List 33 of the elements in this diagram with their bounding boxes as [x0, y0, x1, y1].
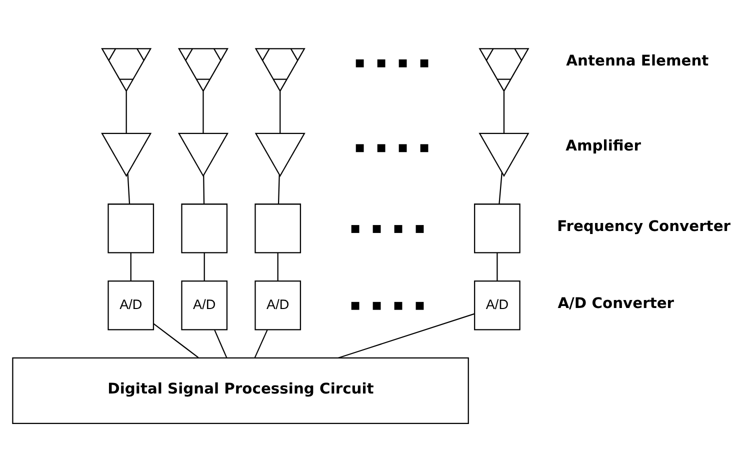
node-triangle — [478, 132, 530, 177]
connector — [153, 323, 199, 358]
node-box — [254, 204, 302, 254]
node-box: Digital Signal Processing Circuit — [12, 357, 469, 424]
connector — [214, 330, 228, 358]
node-triangle — [101, 132, 152, 177]
connector — [280, 91, 281, 134]
connector — [277, 252, 278, 281]
connector — [202, 91, 204, 134]
node-triangle — [178, 132, 229, 177]
label: Frequency Converter — [557, 218, 731, 236]
connector — [496, 252, 498, 281]
node-triangle — [254, 132, 306, 177]
node-box: A/D — [254, 280, 302, 330]
node-box: A/D — [108, 280, 154, 330]
label: Antenna Element — [566, 52, 709, 70]
label: Amplifier — [566, 137, 641, 154]
node-box — [108, 204, 154, 254]
connector — [127, 174, 130, 204]
connector — [130, 252, 132, 281]
connector — [204, 252, 205, 281]
connector — [126, 91, 127, 134]
connector — [503, 91, 505, 134]
connector — [498, 172, 502, 204]
connector — [338, 313, 475, 358]
node-box: A/D — [181, 280, 228, 330]
node-box: A/D — [474, 280, 520, 330]
node-box — [181, 204, 228, 254]
connector — [203, 175, 205, 204]
connector — [254, 330, 268, 358]
label: A/D Converter — [558, 295, 674, 312]
connector — [278, 174, 280, 204]
node-box — [474, 204, 520, 254]
